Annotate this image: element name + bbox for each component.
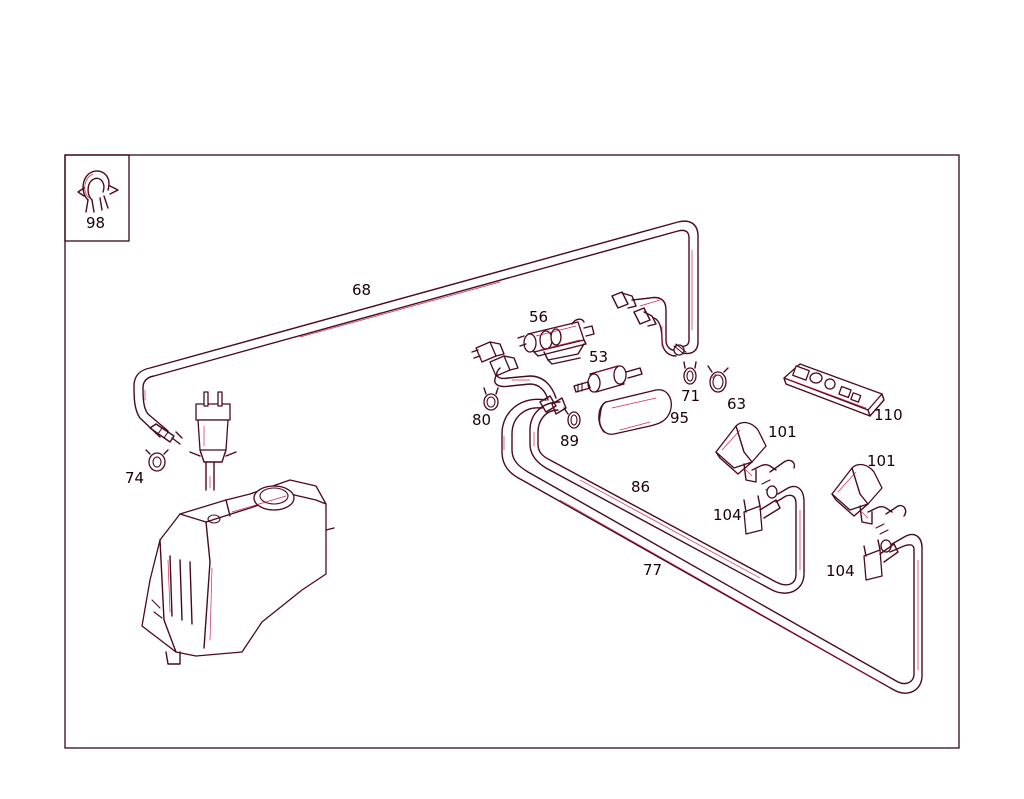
label-53: 53: [589, 348, 608, 366]
hose-86-drawing: [529, 395, 805, 594]
label-104-a: 104: [713, 506, 742, 524]
label-56: 56: [529, 308, 548, 326]
filter-95-drawing: [598, 389, 672, 435]
clip-63-drawing: [707, 365, 729, 393]
nozzle-101-b-drawing: [831, 463, 907, 581]
label-101-a: 101: [768, 423, 797, 441]
clip-89-drawing: [563, 407, 581, 429]
clip-80-drawing: [483, 387, 499, 411]
label-89: 89: [560, 432, 579, 450]
clip-98-drawing: [77, 170, 119, 213]
label-68: 68: [352, 281, 371, 299]
label-71: 71: [681, 387, 700, 405]
reservoir-tank-drawing: [141, 479, 335, 665]
valve-56-drawing: [517, 318, 595, 365]
label-86: 86: [631, 478, 650, 496]
clip-71-drawing: [683, 361, 697, 385]
label-104-b: 104: [826, 562, 855, 580]
hose-77-drawing: [501, 398, 923, 694]
label-77: 77: [643, 561, 662, 579]
nozzle-101-a-drawing: [715, 421, 796, 535]
label-80: 80: [472, 411, 491, 429]
label-63: 63: [727, 395, 746, 413]
label-98: 98: [86, 214, 105, 232]
valve-53-drawing: [573, 365, 643, 393]
connector-cluster-top: [611, 291, 687, 357]
label-95: 95: [670, 409, 689, 427]
hose-68-drawing: [133, 220, 699, 445]
diagram-frame: [64, 154, 960, 749]
connector-cluster-80: [471, 341, 557, 401]
module-110-drawing: [783, 363, 885, 417]
label-101-b: 101: [867, 452, 896, 470]
label-74: 74: [125, 469, 144, 487]
inset-box-98: [64, 154, 130, 242]
clip-74-drawing: [145, 449, 169, 472]
label-110: 110: [874, 406, 903, 424]
pump-motor-drawing: [189, 391, 237, 491]
